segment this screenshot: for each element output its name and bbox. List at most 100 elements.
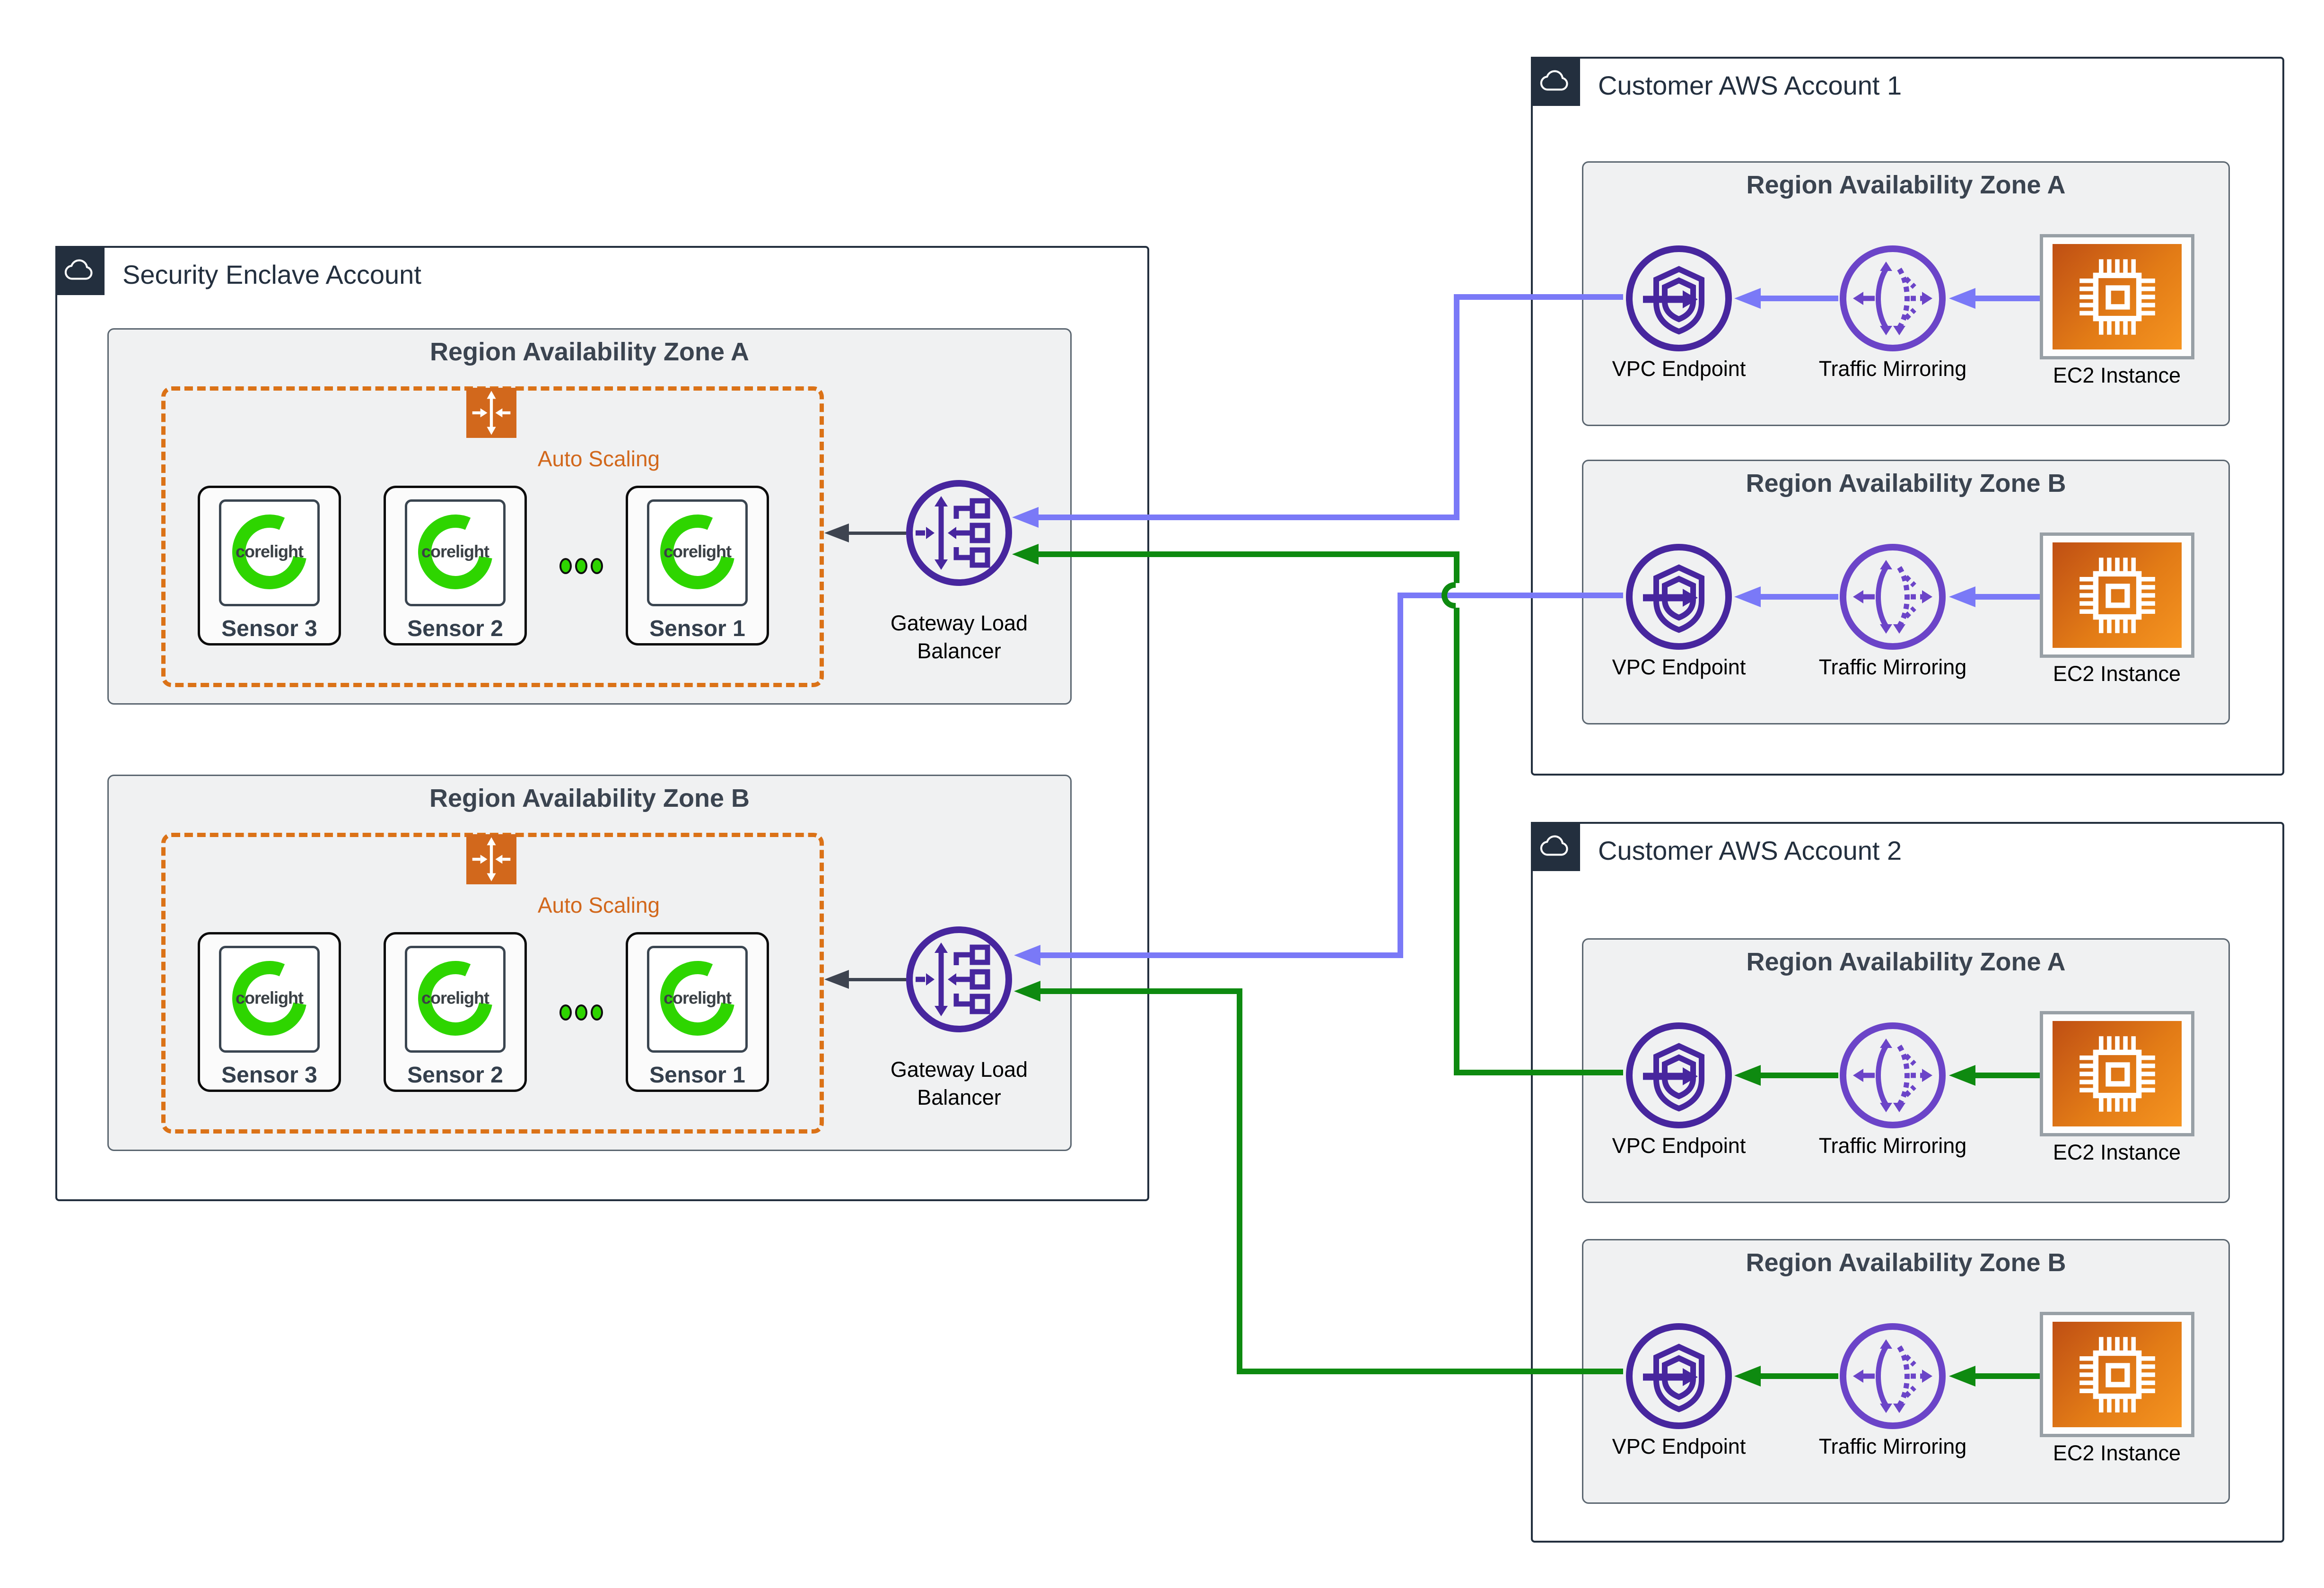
gwlb-label: Gateway Load Balancer (890, 611, 1028, 663)
customer-account-1-title: Customer AWS Account 1 (1598, 70, 1902, 100)
ec2-to-tm-arrowhead (1949, 586, 1975, 607)
gwlb-to-sensors-line (849, 532, 906, 535)
ec2-instance-icon (2040, 1011, 2194, 1136)
sensor-label: Sensor 2 (407, 616, 503, 641)
corelight-wordmark: corelight (663, 988, 732, 1008)
sensor-2-box: corelight Sensor 2 (384, 486, 527, 646)
ec2-chip-icon (2053, 1021, 2182, 1126)
corelight-logo: corelight (219, 499, 320, 606)
flow-a2zb-arrowhead (1014, 981, 1040, 1002)
corelight-logo: corelight (647, 946, 748, 1053)
flow-a1zb-h2 (1040, 952, 1403, 958)
ec2-to-tm-line (1975, 594, 2040, 600)
aws-cloud-icon (1531, 822, 1580, 871)
flow-a2za-arrowhead (1012, 544, 1039, 565)
enclave-zone-a: Region Availability Zone A Auto Scaling … (107, 328, 1072, 705)
auto-scaling-label: Auto Scaling (537, 893, 660, 917)
zone-title: Region Availability Zone B (1746, 469, 2066, 497)
traffic-mirroring-label: Traffic Mirroring (1818, 655, 1967, 679)
sensor-3-box: corelight Sensor 3 (198, 486, 341, 646)
flow-a2za-v-upper (1454, 551, 1459, 583)
enclave-zone-b: Region Availability Zone B Auto Scaling … (107, 775, 1072, 1151)
enclave-zone-b-title: Region Availability Zone B (429, 784, 750, 812)
corelight-wordmark: corelight (421, 988, 489, 1008)
sensor-1-box: corelight Sensor 1 (626, 932, 769, 1092)
auto-scaling-icon (466, 834, 516, 884)
account1-zone-b: Region Availability Zone B VPC Endpoint … (1582, 460, 2230, 724)
vpc-endpoint-label: VPC Endpoint (1612, 655, 1746, 679)
corelight-logo: corelight (647, 499, 748, 606)
sensor-1-box: corelight Sensor 1 (626, 486, 769, 646)
tm-to-vpce-line (1761, 1073, 1838, 1078)
flow-a1zb-h1 (1398, 593, 1623, 598)
ellipsis-dot (575, 558, 587, 574)
security-enclave-account-title: Security Enclave Account (122, 260, 421, 289)
aws-cloud-icon (1531, 57, 1580, 106)
flow-a1za-h2 (1039, 515, 1459, 520)
ec2-chip-icon (2053, 542, 2182, 648)
tm-to-vpce-line (1761, 1373, 1838, 1379)
gwlb-to-sensors-line (849, 978, 906, 981)
zone-title: Region Availability Zone B (1746, 1248, 2066, 1277)
flow-a2zb-h2 (1040, 988, 1242, 994)
ec2-instance-icon (2040, 1312, 2194, 1437)
traffic-mirroring-icon (1836, 1019, 1949, 1132)
gwlb-label: Gateway Load Balancer (890, 1057, 1028, 1109)
account2-zone-a: Region Availability Zone A VPC Endpoint … (1582, 938, 2230, 1203)
line-hop-arc (1442, 582, 1456, 609)
tm-to-vpce-arrowhead (1734, 1366, 1761, 1387)
sensor-label: Sensor 2 (407, 1063, 503, 1088)
flow-a2zb-h1 (1237, 1369, 1623, 1374)
ec2-instance-label: EC2 Instance (2053, 1140, 2181, 1164)
zone-title: Region Availability Zone A (1746, 171, 2066, 199)
flow-a1za-arrowhead (1012, 507, 1039, 528)
gwlb-to-sensors-arrowhead (824, 524, 849, 542)
corelight-wordmark: corelight (421, 541, 489, 561)
traffic-mirroring-icon (1836, 1319, 1949, 1433)
ec2-instance-label: EC2 Instance (2053, 1441, 2181, 1465)
flow-a2zb-v (1237, 988, 1242, 1374)
vpc-endpoint-label: VPC Endpoint (1612, 1134, 1746, 1158)
flow-a1za-v (1454, 294, 1459, 520)
corelight-wordmark: corelight (663, 541, 732, 561)
sensor-label: Sensor 1 (649, 1063, 745, 1088)
sensor-3-box: corelight Sensor 3 (198, 932, 341, 1092)
gateway-load-balancer-icon (902, 476, 1016, 590)
ec2-to-tm-line (1975, 1373, 2040, 1379)
tm-to-vpce-line (1761, 296, 1838, 301)
tm-to-vpce-arrowhead (1734, 1065, 1761, 1086)
sensor-label: Sensor 3 (221, 616, 317, 641)
traffic-mirroring-label: Traffic Mirroring (1818, 1434, 1967, 1458)
ellipsis-dot (575, 1004, 587, 1021)
zone-title: Region Availability Zone A (1746, 948, 2066, 976)
sensor-label: Sensor 1 (649, 616, 745, 641)
ec2-instance-icon (2040, 532, 2194, 658)
tm-to-vpce-arrowhead (1734, 586, 1761, 607)
traffic-mirroring-icon (1836, 242, 1949, 355)
aws-cloud-icon (55, 246, 105, 295)
vpc-endpoint-icon (1622, 242, 1736, 355)
corelight-wordmark: corelight (235, 541, 304, 561)
vpc-endpoint-icon (1622, 1319, 1736, 1433)
corelight-logo: corelight (219, 946, 320, 1053)
traffic-mirroring-icon (1836, 540, 1949, 654)
vpc-endpoint-icon (1622, 1019, 1736, 1132)
vpc-endpoint-label: VPC Endpoint (1612, 1434, 1746, 1458)
vpc-endpoint-label: VPC Endpoint (1612, 357, 1746, 381)
flow-a1zb-v (1398, 593, 1403, 958)
traffic-mirroring-label: Traffic Mirroring (1818, 1134, 1967, 1158)
ec2-instance-label: EC2 Instance (2053, 662, 2181, 686)
gateway-load-balancer-icon (902, 923, 1016, 1036)
corelight-logo: corelight (405, 499, 506, 606)
ellipsis-dot (591, 558, 603, 574)
ellipsis-dot (591, 1004, 603, 1021)
vpc-endpoint-icon (1622, 540, 1736, 654)
flow-a2za-h2 (1039, 551, 1459, 557)
ec2-to-tm-line (1975, 1073, 2040, 1078)
ec2-chip-icon (2053, 244, 2182, 349)
sensor-2-box: corelight Sensor 2 (384, 932, 527, 1092)
flow-a1zb-arrowhead (1014, 945, 1040, 966)
flow-a2za-v-lower (1454, 608, 1459, 1075)
tm-to-vpce-arrowhead (1734, 288, 1761, 309)
